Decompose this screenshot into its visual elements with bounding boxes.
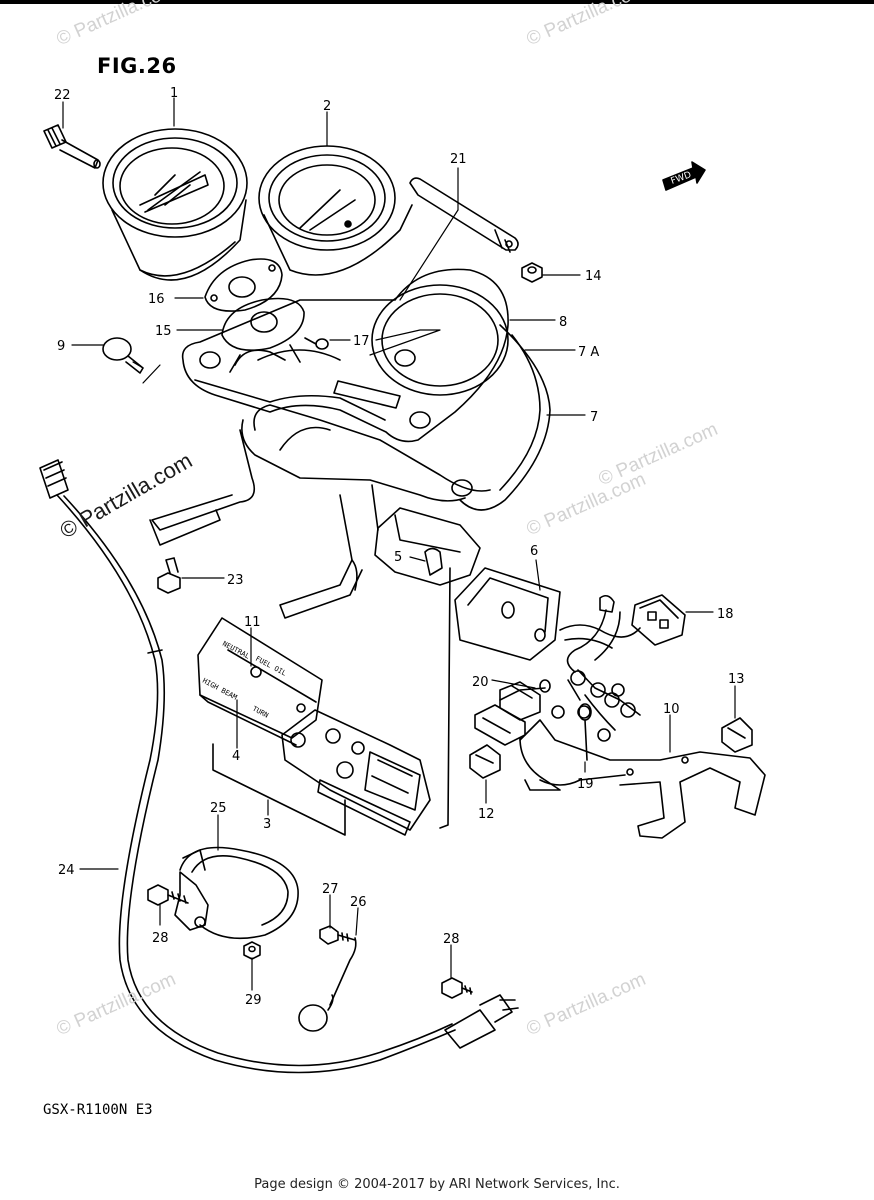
callout-28-right: 28 bbox=[443, 932, 460, 947]
part-1-tachometer bbox=[102, 128, 248, 281]
connector-left bbox=[474, 704, 526, 746]
callout-5: 5 bbox=[394, 550, 402, 565]
part-15-bracket bbox=[221, 297, 305, 373]
callout-4: 4 bbox=[232, 749, 240, 764]
callout-23: 23 bbox=[227, 573, 244, 588]
callout-7a: 7 A bbox=[578, 345, 599, 360]
callout-1: 1 bbox=[170, 86, 178, 101]
part-10-bracket bbox=[519, 719, 766, 839]
page-footer: Page design © 2004-2017 by ARI Network S… bbox=[254, 1177, 620, 1192]
callout-9: 9 bbox=[57, 339, 65, 354]
callout-numbers: 1 2 3 4 5 6 7 7 A 8 9 10 11 12 13 14 15 … bbox=[54, 86, 745, 1008]
part-14-nut bbox=[521, 262, 543, 283]
part-13-clip bbox=[721, 717, 753, 753]
part-8-7-housing bbox=[181, 268, 551, 511]
callout-26: 26 bbox=[350, 895, 367, 910]
callout-3: 3 bbox=[263, 817, 271, 832]
callout-29: 29 bbox=[245, 993, 262, 1008]
callout-19: 19 bbox=[577, 777, 594, 792]
label-fuel: FUEL OIL bbox=[254, 655, 288, 678]
part-29-nut bbox=[243, 941, 261, 960]
part-26-wire-loop bbox=[298, 937, 357, 1032]
fwd-label: FWD bbox=[670, 170, 693, 187]
callout-27: 27 bbox=[322, 882, 339, 897]
callout-14: 14 bbox=[585, 269, 602, 284]
label-neutral: NEUTRAL bbox=[221, 640, 251, 661]
part-4-indicator-panel: NEUTRAL FUEL OIL HIGH BEAM TURN bbox=[197, 617, 323, 746]
callout-15: 15 bbox=[155, 324, 172, 339]
callout-20: 20 bbox=[472, 675, 489, 690]
model-code: GSX-R1100N E3 bbox=[43, 1102, 153, 1118]
part-5-6-lamp-housing bbox=[374, 507, 561, 661]
part-24-cable bbox=[39, 459, 519, 1074]
callout-16: 16 bbox=[148, 292, 165, 307]
callout-13: 13 bbox=[728, 672, 745, 687]
callout-7: 7 bbox=[590, 410, 598, 425]
part-9-knob bbox=[102, 337, 144, 374]
callout-25: 25 bbox=[210, 801, 227, 816]
figure-title: FIG.26 bbox=[97, 54, 177, 78]
part-23-bolt bbox=[157, 557, 181, 594]
callout-6: 6 bbox=[530, 544, 538, 559]
part-28-bolt-left bbox=[147, 884, 189, 906]
callout-12: 12 bbox=[478, 807, 495, 822]
part-21-strap bbox=[409, 177, 519, 253]
part-28-bolt-right bbox=[441, 977, 473, 999]
leader-lines bbox=[62, 97, 736, 991]
group-bracket-3-4 bbox=[212, 567, 451, 836]
part-3-socket-block bbox=[281, 709, 431, 836]
lower-bracket-arms bbox=[149, 429, 379, 619]
callout-2: 2 bbox=[323, 99, 331, 114]
part-18-connector bbox=[631, 594, 686, 646]
part-12-connector bbox=[469, 744, 501, 779]
callout-10: 10 bbox=[663, 702, 680, 717]
callout-18: 18 bbox=[717, 607, 734, 622]
callout-11: 11 bbox=[244, 615, 261, 630]
part-22-stem bbox=[43, 124, 101, 169]
part-19-bulb bbox=[578, 703, 592, 761]
part-25-clamp bbox=[174, 846, 299, 940]
callout-24: 24 bbox=[58, 863, 75, 878]
callout-8: 8 bbox=[559, 315, 567, 330]
callout-28-left: 28 bbox=[152, 931, 169, 946]
part-2-speedometer bbox=[258, 145, 413, 276]
callout-21: 21 bbox=[450, 152, 467, 167]
part-16-gasket bbox=[204, 258, 283, 312]
part-27-screw bbox=[319, 925, 356, 945]
wire-harness bbox=[499, 594, 641, 742]
top-border bbox=[0, 0, 874, 4]
fwd-arrow: FWD bbox=[662, 161, 706, 191]
callout-22: 22 bbox=[54, 88, 71, 103]
label-turn: TURN bbox=[251, 705, 270, 720]
part-17-screw bbox=[304, 337, 329, 350]
callout-17: 17 bbox=[353, 334, 370, 349]
